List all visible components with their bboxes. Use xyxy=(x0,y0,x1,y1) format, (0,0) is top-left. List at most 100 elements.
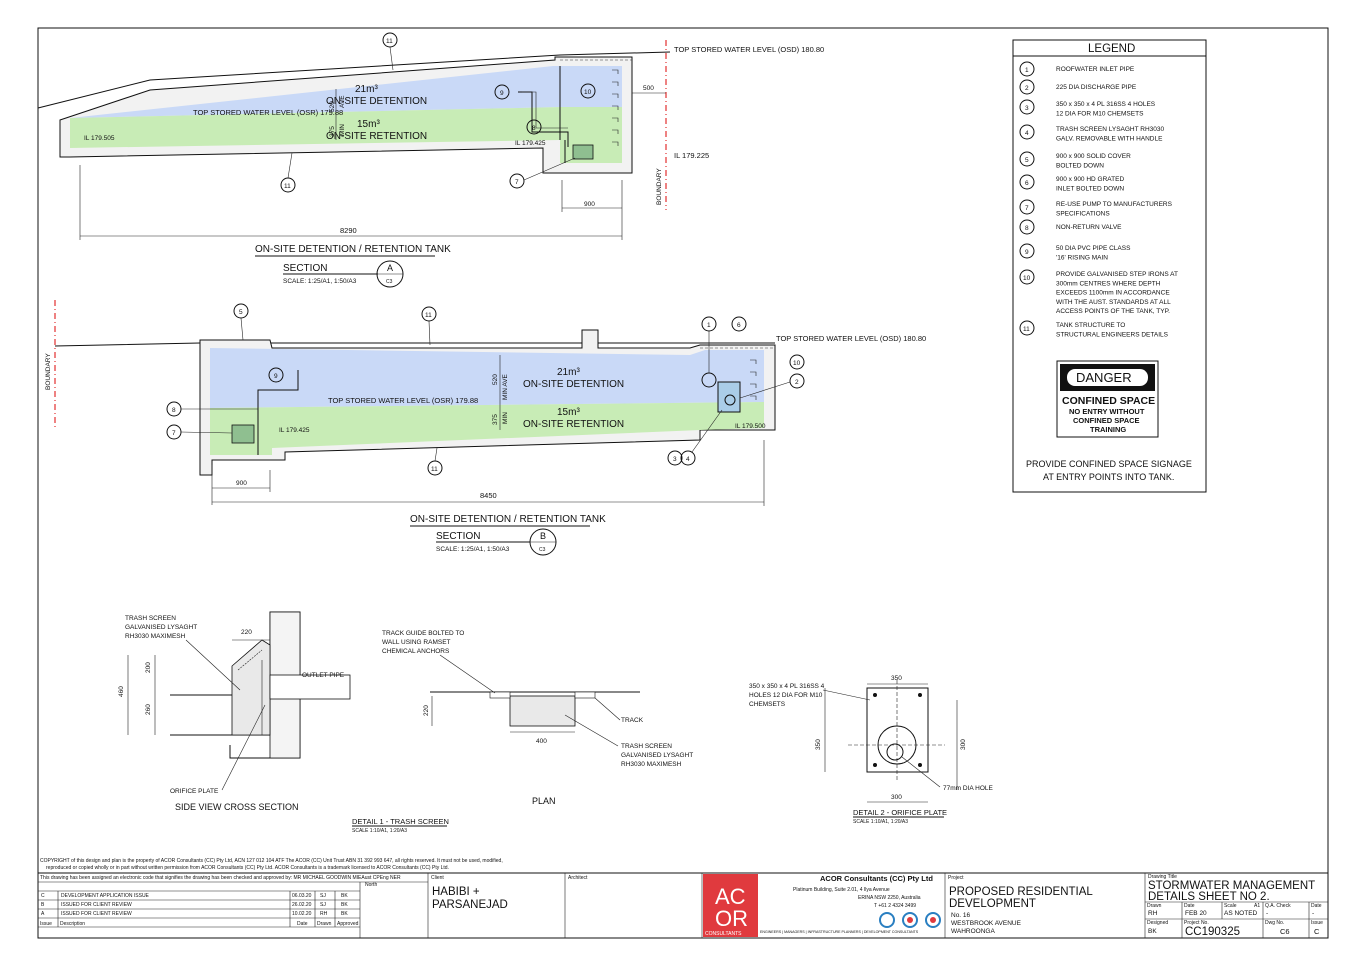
retention-volume-b: 15m³ xyxy=(557,407,580,418)
copyright-1: COPYRIGHT of this design and plan is the… xyxy=(40,858,503,864)
dim-min-b: MIN xyxy=(502,412,509,424)
dim-900-a: 900 xyxy=(584,201,595,208)
legend-item-5-line-1: 900 x 900 SOLID COVER xyxy=(1056,153,1131,160)
d2-hole: 77mm DIA HOLE xyxy=(943,785,994,792)
tb-project-no-label: Project No. xyxy=(1184,920,1209,926)
d1-plan-trash-1: TRASH SCREEN xyxy=(621,743,672,750)
callout-11-a-top: 11 xyxy=(386,38,393,45)
legend-item-10-line-1: PROVIDE GALVANISED STEP IRONS AT xyxy=(1056,271,1178,278)
tank-a-detention xyxy=(70,66,562,118)
electronic-note: This drawing has been assigned an electr… xyxy=(40,875,401,881)
legend-item-3-line-2: 12 DIA FOR M10 CHEMSETS xyxy=(1056,110,1144,117)
rev-header-drawn: Drawn xyxy=(317,921,332,927)
tb-designed-label: Designed xyxy=(1147,920,1168,926)
revision-desc: ISSUED FOR CLIENT REVIEW xyxy=(61,911,132,917)
revision-issue: C xyxy=(41,893,45,899)
revision-drawn: SJ xyxy=(320,902,326,908)
signage-note-1: PROVIDE CONFINED SPACE SIGNAGE xyxy=(1026,459,1192,469)
detail-1-trash-screen: TRASH SCREEN GALVANISED LYSAGHT RH3030 M… xyxy=(118,611,693,834)
legend-marker-4 xyxy=(1019,124,1035,140)
section-b: BOUNDARY TOP STORED WATER LEVEL (OSD) 18… xyxy=(45,300,926,556)
drawing-title-2: DETAILS SHEET NO 2. xyxy=(1148,891,1270,903)
d1-track-guide-1: TRACK GUIDE BOLTED TO xyxy=(382,630,464,637)
d1-side-view: SIDE VIEW CROSS SECTION xyxy=(175,802,299,812)
legend-item-7-line-1: RE-USE PUMP TO MANUFACTURERS xyxy=(1056,201,1173,208)
tb-qa: - xyxy=(1266,910,1268,917)
north-label: North xyxy=(365,882,377,888)
legend-item-4-line-2: GALV. REMOVABLE WITH HANDLE xyxy=(1056,135,1163,142)
il-right-b: IL 179.500 xyxy=(735,423,766,430)
callout-10-a: 10 xyxy=(584,89,592,96)
section-a-letter: A xyxy=(387,263,393,273)
section-a: BOUNDARY TOP STORED WATER LEVEL (OSD) 18… xyxy=(37,32,824,288)
section-a-word: SECTION xyxy=(283,263,327,274)
d2-plate-1: 350 x 350 x 4 PL 316SS 4 xyxy=(749,683,825,690)
section-b-letter: B xyxy=(540,531,546,541)
project-2: DEVELOPMENT xyxy=(949,898,1036,910)
legend-item-7-line-2: SPECIFICATIONS xyxy=(1056,210,1110,217)
drawing-title-label: Drawing Title xyxy=(1148,874,1177,880)
architect-label: Architect xyxy=(568,875,588,881)
dim-min-a: MIN xyxy=(339,124,346,136)
company-phone: T +61 2 4324 3499 xyxy=(874,903,916,909)
revision-desc: DEVELOPMENT APPLICATION ISSUE xyxy=(61,893,150,899)
d2-dim-right: 300 xyxy=(960,739,967,750)
legend-item-10-line-3: EXCEEDS 1100mm IN ACCORDANCE xyxy=(1056,290,1170,297)
legend-number-1: 1 xyxy=(1025,67,1029,74)
title-block: COPYRIGHT of this design and plan is the… xyxy=(38,858,1328,938)
callout-9-a: 9 xyxy=(500,90,504,97)
legend-number-4: 4 xyxy=(1025,130,1029,137)
d2-plate-3: CHEMSETS xyxy=(749,701,786,708)
project-address-2: WESTBROOK AVENUE xyxy=(951,920,1022,927)
legend-item-2-line-1: 225 DIA DISCHARGE PIPE xyxy=(1056,84,1137,91)
revision-issue: A xyxy=(41,911,45,917)
revision-date: 26.02.20 xyxy=(292,902,312,908)
project-label: Project xyxy=(948,875,964,881)
detention-volume-b: 21m³ xyxy=(557,367,580,378)
d2-title: DETAIL 2 - ORIFICE PLATE xyxy=(853,808,947,817)
dim-375-a: 375 xyxy=(329,126,336,137)
callout-2-b: 2 xyxy=(795,379,799,386)
inlet-pit-b xyxy=(717,381,741,413)
revision-desc: ISSUED FOR CLIENT REVIEW xyxy=(61,902,132,908)
legend-marker-10 xyxy=(1019,269,1035,285)
legend-marker-9 xyxy=(1019,243,1035,259)
danger-text: DANGER xyxy=(1076,370,1132,385)
legend-marker-6 xyxy=(1019,174,1035,190)
callout-4-b: 4 xyxy=(686,456,690,463)
disciplines: ENGINEERS | MANAGERS | INFRASTRUCTURE PL… xyxy=(760,930,919,934)
dim-375-b: 375 xyxy=(492,414,499,425)
section-a-sheet: C3 xyxy=(386,279,393,285)
callout-7-b: 7 xyxy=(172,430,176,437)
section-a-scale: SCALE: 1:25/A1, 1:50/A3 xyxy=(283,278,357,285)
d1-plan: PLAN xyxy=(532,796,556,806)
tb-scale-label: Scale xyxy=(1224,903,1237,909)
retention-volume-a: 15m³ xyxy=(357,119,380,130)
d1-track-guide-2: WALL USING RAMSET xyxy=(382,639,451,646)
no-entry-text: NO ENTRY WITHOUT xyxy=(1069,407,1145,416)
tb-scale-a: A1 xyxy=(1254,903,1260,909)
section-b-sheet: C3 xyxy=(539,547,546,553)
copyright-2: reproduced or copied wholly or in part w… xyxy=(46,865,449,871)
pump-b xyxy=(231,424,255,444)
signage-note-2: AT ENTRY POINTS INTO TANK. xyxy=(1043,472,1174,482)
legend-item-1-line-1: ROOFWATER INLET PIPE xyxy=(1056,66,1135,73)
tank-a-pit-detention xyxy=(562,66,622,107)
ground-line-b xyxy=(54,342,775,347)
osd-level-b: TOP STORED WATER LEVEL (OSD) 180.80 xyxy=(776,334,926,343)
project-1: PROPOSED RESIDENTIAL xyxy=(949,886,1093,898)
d1-dim-200: 200 xyxy=(145,662,152,673)
callout-8-a: 8 xyxy=(532,125,536,132)
tb-qa-label: Q.A. Check xyxy=(1265,903,1291,909)
legend-item-6-line-1: 900 x 900 HD GRATED xyxy=(1056,176,1124,183)
legend-item-4-line-1: TRASH SCREEN LYSAGHT RH3030 xyxy=(1056,126,1165,133)
section-b-scale: SCALE: 1:25/A1, 1:50/A3 xyxy=(436,546,510,553)
tb-dwg-no-label: Dwg No. xyxy=(1265,920,1284,926)
rev-header-date: Date xyxy=(297,921,308,927)
drawing-title-1: STORMWATER MANAGEMENT xyxy=(1148,880,1315,892)
d1-trash-3: RH3030 MAXIMESH xyxy=(125,633,186,640)
d1-dim-220: 220 xyxy=(241,629,252,636)
d1-plan-trash-3: RH3030 MAXIMESH xyxy=(621,761,682,768)
